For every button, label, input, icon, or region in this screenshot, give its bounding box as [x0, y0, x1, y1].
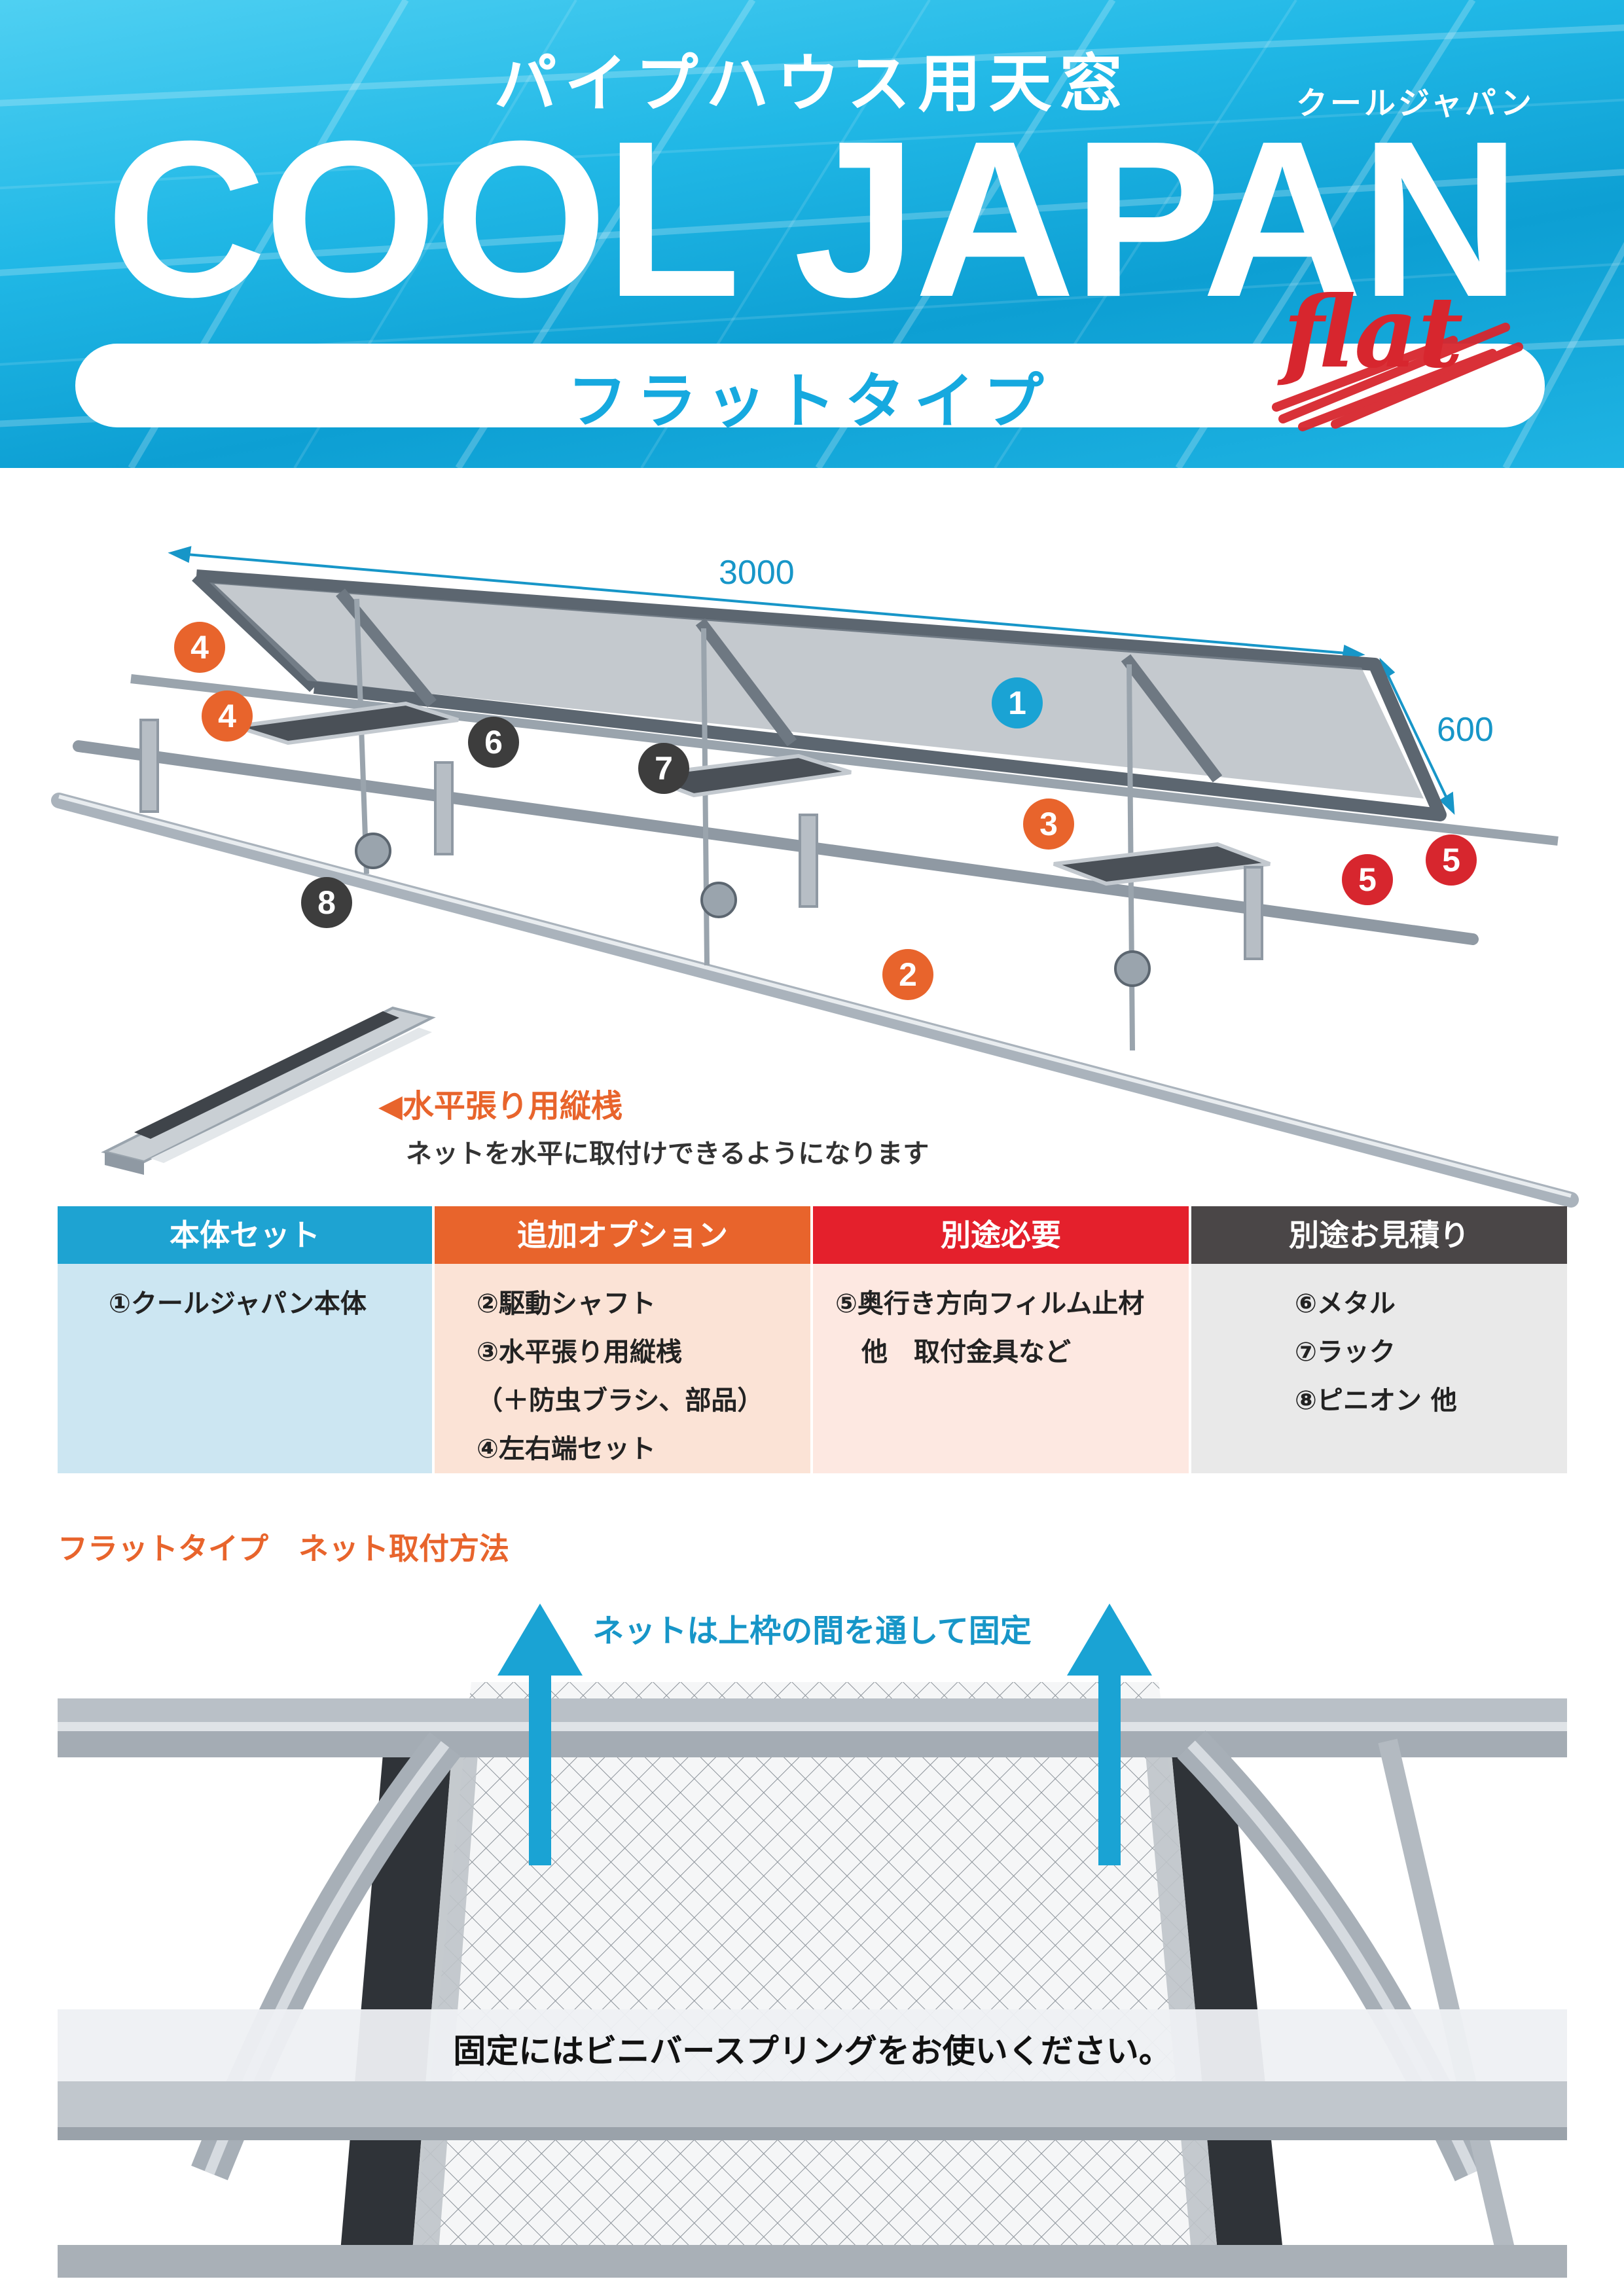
column-body: ②駆動シャフト ③水平張り用縦桟 （＋防虫ブラシ、部品） ④左右端セット — [435, 1264, 810, 1473]
column-options: 追加オプション ②駆動シャフト ③水平張り用縦桟 （＋防虫ブラシ、部品） ④左右… — [435, 1206, 810, 1473]
marker-5a: 5 — [1342, 854, 1393, 905]
marker-1: 1 — [992, 677, 1043, 728]
column-main-set: 本体セット ①クールジャパン本体 — [58, 1206, 432, 1473]
marker-2: 2 — [882, 949, 933, 1000]
column-header: 別途必要 — [813, 1206, 1189, 1264]
column-quote: 別途お見積り ⑥メタル ⑦ラック ⑧ピニオン 他 — [1191, 1206, 1567, 1473]
flat-logo-text: flat — [1277, 275, 1464, 390]
title-katakana: クールジャパン — [1296, 85, 1535, 122]
column-header: 追加オプション — [435, 1206, 810, 1264]
product-title: COOL JAPAN — [105, 95, 1521, 344]
list-item: ⑦ラック — [1295, 1337, 1396, 1367]
callout-description: ネットを水平に取付けできるようになります — [406, 1139, 929, 1169]
net-installation-photo — [58, 1604, 1567, 2278]
list-item: （＋防虫ブラシ、部品） — [477, 1386, 764, 1416]
column-body: ⑥メタル ⑦ラック ⑧ピニオン 他 — [1191, 1264, 1567, 1473]
header-subtitle: パイプハウス用天窓 — [494, 47, 1130, 120]
frame-illustration — [51, 546, 1579, 1208]
column-required: 別途必要 ⑤奥行き方向フィルム止材 他 取付金具など — [813, 1206, 1189, 1473]
net-arrow-label: ネットは上枠の間を通して固定 — [592, 1613, 1032, 1649]
list-item: ②駆動シャフト — [477, 1289, 656, 1319]
spring-banner: 固定にはビニバースプリングをお使いください。 — [58, 2009, 1567, 2081]
marker-5b: 5 — [1426, 834, 1477, 886]
column-header: 別途お見積り — [1191, 1206, 1567, 1264]
marker-3: 3 — [1023, 798, 1074, 850]
product-diagram: 3000 600 1 2 3 4 4 5 5 6 7 8 — [0, 468, 1624, 1214]
type-label: フラットタイプ — [567, 367, 1053, 437]
list-item: ⑧ピニオン 他 — [1295, 1386, 1457, 1416]
callout-title: ◀水平張り用縦桟 — [378, 1088, 623, 1124]
list-item: ④左右端セット — [477, 1434, 656, 1464]
dimension-width: 600 — [1437, 711, 1494, 749]
marker-7: 7 — [638, 743, 689, 794]
list-item: 他 取付金具など — [861, 1337, 1071, 1367]
dimension-length: 3000 — [719, 554, 795, 592]
list-item: ③水平張り用縦桟 — [477, 1337, 682, 1367]
list-item: ⑥メタル — [1295, 1289, 1396, 1319]
list-item: ⑤奥行き方向フィルム止材 — [835, 1289, 1145, 1319]
marker-4a: 4 — [174, 622, 225, 673]
column-body: ①クールジャパン本体 — [58, 1264, 432, 1473]
column-body: ⑤奥行き方向フィルム止材 他 取付金具など — [813, 1264, 1189, 1473]
marker-6: 6 — [468, 717, 519, 768]
list-item: ①クールジャパン本体 — [109, 1289, 367, 1319]
marker-4b: 4 — [202, 691, 253, 742]
header-banner: パイプハウス用天窓 クールジャパン COOL JAPAN フラットタイプ fla… — [0, 0, 1624, 468]
spring-banner-text: 固定にはビニバースプリングをお使いください。 — [453, 2032, 1172, 2070]
net-section-heading: フラットタイプ ネット取付方法 — [58, 1531, 509, 1566]
flat-logo: flat — [1272, 275, 1523, 431]
marker-8: 8 — [301, 877, 352, 928]
column-header: 本体セット — [58, 1206, 432, 1264]
parts-table: 本体セット ①クールジャパン本体 追加オプション ②駆動シャフト ③水平張り用縦… — [58, 1206, 1567, 1473]
